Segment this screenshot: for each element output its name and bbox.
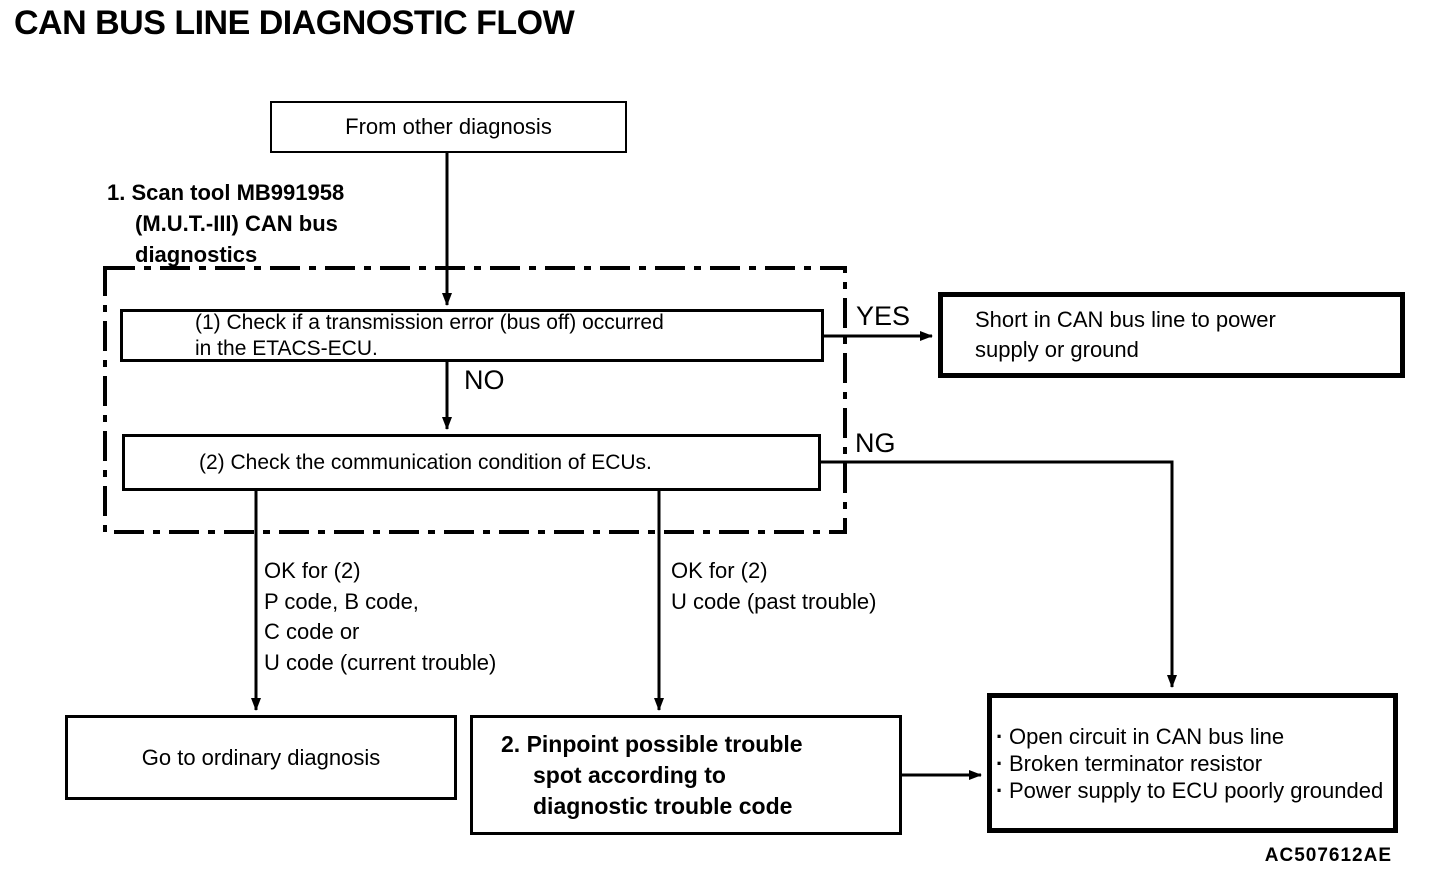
node-label: From other diagnosis <box>345 114 552 139</box>
scan-tool-note-line: diagnostics <box>135 242 258 267</box>
figure-code: AC507612AE <box>1264 845 1392 866</box>
bullet-dot-icon: · <box>996 723 1004 749</box>
branch-label-line: P code, B code, <box>264 588 419 614</box>
branch-label-line: U code (past trouble) <box>671 588 877 614</box>
node-label: (2) Check the communication condition of… <box>199 450 652 474</box>
branch-label-ok-current-trouble: OK for (2) P code, B code, C code or U c… <box>264 556 496 678</box>
edge-label-ng: NG <box>855 428 896 458</box>
node-go-to-ordinary-diagnosis: Go to ordinary diagnosis <box>65 715 457 800</box>
node-label: Go to ordinary diagnosis <box>141 744 381 770</box>
branch-label-line: C code or <box>264 619 360 644</box>
branch-label-ok-past-trouble: OK for (2) U code (past trouble) <box>671 556 876 617</box>
page-title: CAN BUS LINE DIAGNOSTIC FLOW <box>14 4 575 42</box>
node-label-line: 2. Pinpoint possible trouble <box>501 730 803 757</box>
result-item: · Power supply to ECU poorly grounded <box>996 777 1393 804</box>
node-pinpoint-trouble-spot: 2. Pinpoint possible trouble spot accord… <box>470 715 902 835</box>
node-from-other-diagnosis: From other diagnosis <box>270 101 627 153</box>
node-label-line: (1) Check if a transmission error (bus o… <box>195 310 664 334</box>
node-label-line: in the ETACS-ECU. <box>195 336 378 360</box>
bullet-dot-icon: · <box>996 777 1004 803</box>
edge-label-yes: YES <box>856 301 911 331</box>
scan-tool-note-line: (M.U.T.-III) CAN bus <box>135 211 338 236</box>
result-item-text: Open circuit in CAN bus line <box>1009 723 1285 749</box>
branch-label-line: OK for (2) <box>671 558 768 583</box>
arrow-step2-ng-to-open <box>821 460 1177 688</box>
edge-label-no: NO <box>464 365 505 395</box>
node-check-communication-condition: (2) Check the communication condition of… <box>122 434 821 491</box>
scan-tool-note: 1. Scan tool MB991958 (M.U.T.-III) CAN b… <box>107 177 344 270</box>
node-label-line: diagnostic trouble code <box>533 792 793 819</box>
result-item-text: Power supply to ECU poorly grounded <box>1009 777 1384 803</box>
node-label-line: spot according to <box>533 761 726 788</box>
node-open-circuit-result: · Open circuit in CAN bus line · Broken … <box>987 693 1398 833</box>
branch-label-line: OK for (2) <box>264 558 361 583</box>
scan-tool-group-outline <box>103 266 847 534</box>
node-label-line: supply or ground <box>975 337 1139 362</box>
node-check-transmission-error: (1) Check if a transmission error (bus o… <box>120 309 824 362</box>
node-label-line: Short in CAN bus line to power <box>975 307 1276 332</box>
result-item: · Broken terminator resistor <box>996 750 1393 777</box>
bullet-dot-icon: · <box>996 750 1004 776</box>
result-item: · Open circuit in CAN bus line <box>996 723 1393 750</box>
result-item-text: Broken terminator resistor <box>1009 750 1263 776</box>
node-short-in-can-bus-result: Short in CAN bus line to power supply or… <box>938 292 1405 378</box>
scan-tool-note-line: 1. Scan tool MB991958 <box>107 180 345 205</box>
branch-label-line: U code (current trouble) <box>264 649 497 675</box>
